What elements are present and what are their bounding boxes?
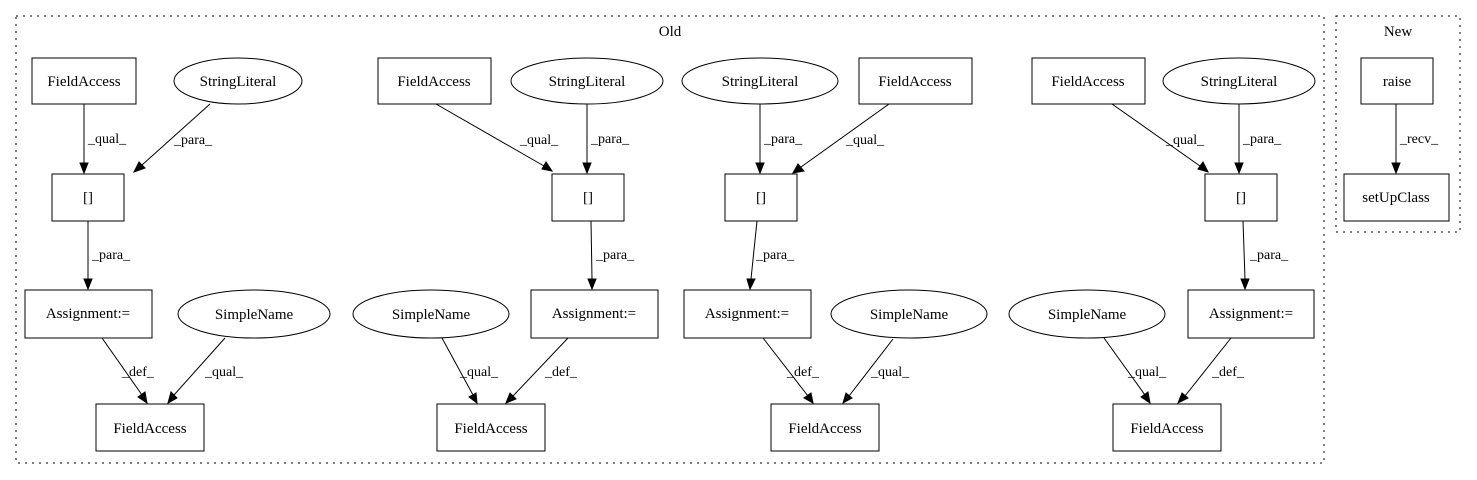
edge-label: _para_: [1249, 248, 1289, 263]
edge-g3-para-top: _para_: [755, 104, 803, 175]
edge-g1-def: _def_: [101, 337, 155, 405]
node-g4-assignment: Assignment:=: [1187, 289, 1315, 339]
node-label: StringLiteral: [722, 74, 799, 90]
node-label: FieldAccess: [878, 74, 951, 90]
node-g2-index-access: []: [551, 173, 625, 222]
edge-label: _def_: [1211, 365, 1245, 380]
node-label: []: [756, 190, 766, 206]
edge-g3-qual-top: _qual_: [792, 103, 890, 174]
edge-label: _def_: [786, 365, 820, 380]
node-label: SimpleName: [392, 307, 471, 323]
node-label: setUpClass: [1362, 190, 1430, 206]
edge-label: _recv_: [1399, 132, 1439, 147]
node-label: FieldAccess: [113, 421, 186, 437]
node-label: FieldAccess: [788, 421, 861, 437]
node-label: FieldAccess: [1051, 74, 1124, 90]
edge-g1-qual-bot: _qual_: [167, 337, 244, 405]
node-g3-string-literal: StringLiteral: [681, 57, 839, 105]
node-g2-assignment: Assignment:=: [530, 289, 659, 339]
node-g4-field-access-source: FieldAccess: [1031, 57, 1146, 105]
node-g2-field-access-source: FieldAccess: [377, 57, 492, 105]
edge-label: _qual_: [845, 133, 885, 148]
edge-g2-qual-bot: _qual_: [441, 337, 499, 405]
edge-label: _def_: [121, 365, 155, 380]
edge-label: _def_: [544, 365, 578, 380]
node-new-setupclass: setUpClass: [1343, 173, 1450, 222]
edge-label: _qual_: [87, 132, 127, 147]
edge-g4-def: _def_: [1177, 337, 1245, 405]
edge-g1-para-top: _para_: [132, 103, 213, 173]
edge-label: _qual_: [1165, 133, 1205, 148]
node-label: StringLiteral: [549, 74, 626, 90]
node-label: FieldAccess: [397, 74, 470, 90]
node-g3-assignment: Assignment:=: [683, 289, 812, 339]
edge-g2-def: _def_: [505, 337, 578, 404]
edge-g3-qual-bot: _qual_: [842, 338, 910, 405]
node-g1-simple-name: SimpleName: [177, 289, 331, 339]
edge-new-recv: _recv_: [1391, 104, 1439, 175]
cluster-old: Old: [15, 15, 1325, 464]
edge-label: _qual_: [870, 365, 910, 380]
node-label: []: [583, 190, 593, 206]
node-g2-simple-name: SimpleName: [352, 289, 510, 339]
node-g4-string-literal: StringLiteral: [1162, 57, 1316, 105]
node-label: SimpleName: [1048, 307, 1127, 323]
edge-g2-para-mid: _para_: [587, 220, 635, 291]
node-label: Assignment:=: [1209, 306, 1293, 322]
edge-label: _para_: [755, 248, 795, 263]
node-label: SimpleName: [870, 307, 949, 323]
node-g1-field-access-source: FieldAccess: [31, 57, 137, 105]
edge-g1-qual-top: _qual_: [79, 104, 127, 175]
node-label: StringLiteral: [1201, 74, 1278, 90]
edge-g1-para-mid: _para_: [83, 221, 131, 291]
edge-label: _qual_: [204, 365, 244, 380]
edge-label: _qual_: [459, 365, 499, 380]
node-g2-string-literal: StringLiteral: [510, 57, 664, 105]
node-g3-simple-name: SimpleName: [830, 289, 988, 339]
node-g1-assignment: Assignment:=: [24, 289, 153, 339]
node-g2-field-access-target: FieldAccess: [436, 403, 546, 452]
cluster-old-label: Old: [659, 24, 682, 40]
node-label: StringLiteral: [200, 74, 277, 90]
node-label: SimpleName: [215, 307, 294, 323]
node-label: FieldAccess: [1130, 421, 1203, 437]
edge-label: _para_: [173, 133, 213, 148]
edge-g4-qual-bot: _qual_: [1103, 337, 1167, 405]
cluster-new-label: New: [1384, 24, 1412, 40]
edge-label: _qual_: [519, 133, 559, 148]
node-label: []: [1236, 190, 1246, 206]
node-g1-index-access: []: [51, 173, 125, 222]
node-g4-field-access-target: FieldAccess: [1112, 403, 1222, 452]
edge-label: _para_: [595, 248, 635, 263]
node-g1-field-access-target: FieldAccess: [95, 403, 205, 452]
node-label: Assignment:=: [46, 306, 130, 322]
node-g3-field-access-target: FieldAccess: [770, 403, 880, 452]
edge-g2-para-top: _para_: [582, 104, 630, 175]
node-label: FieldAccess: [454, 421, 527, 437]
cluster-new: New: [1335, 15, 1461, 233]
node-g1-string-literal: StringLiteral: [173, 57, 303, 105]
edge-g4-para-mid: _para_: [1240, 220, 1289, 291]
edge-g2-qual-top: _qual_: [435, 103, 559, 172]
node-label: Assignment:=: [552, 306, 636, 322]
node-g3-index-access: []: [724, 173, 798, 222]
node-label: Assignment:=: [705, 306, 789, 322]
node-label: raise: [1383, 74, 1412, 90]
edge-g3-def: _def_: [762, 337, 820, 404]
node-g3-field-access-source: FieldAccess: [858, 57, 973, 105]
edge-label: _para_: [590, 132, 630, 147]
edge-g3-para-mid: _para_: [746, 220, 795, 291]
node-g4-simple-name: SimpleName: [1008, 289, 1166, 339]
node-label: []: [83, 190, 93, 206]
node-new-raise: raise: [1360, 57, 1434, 105]
edge-g4-para-top: _para_: [1234, 104, 1282, 175]
edge-label: _para_: [91, 248, 131, 263]
edge-g4-qual-top: _qual_: [1111, 103, 1209, 173]
node-g4-index-access: []: [1204, 173, 1278, 222]
edge-label: _para_: [763, 132, 803, 147]
edge-label: _para_: [1242, 132, 1282, 147]
edge-label: _qual_: [1127, 365, 1167, 380]
node-label: FieldAccess: [47, 74, 120, 90]
